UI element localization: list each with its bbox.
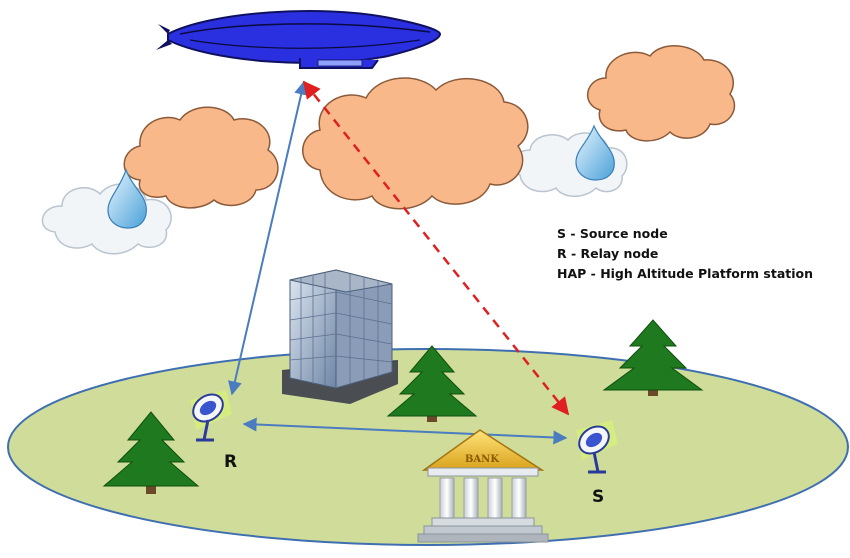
cloud-left: [123, 106, 279, 209]
legend-source: S - Source node: [557, 226, 668, 241]
hap-blimp-icon: [156, 10, 442, 69]
link-relay-source: [242, 417, 568, 445]
legend-relay: R - Relay node: [557, 246, 659, 261]
relay-node-label: R: [224, 452, 238, 472]
link-relay-hap: [228, 80, 308, 396]
tree-left-icon: [102, 411, 200, 494]
bank-building-icon: BANK: [417, 429, 549, 543]
office-building-icon: [282, 269, 398, 404]
cloud-center: [302, 77, 529, 210]
relay-satellite-dish-icon: [190, 390, 232, 442]
tree-center-icon: [386, 345, 478, 422]
source-node-label: S: [592, 487, 605, 507]
link-hap-source: [302, 80, 570, 416]
cloud-right: [586, 45, 736, 142]
raindrop-left: [107, 168, 147, 229]
bank-sign: BANK: [465, 454, 499, 465]
legend: S - Source node R - Relay node HAP - Hig…: [557, 224, 813, 284]
raindrop-right: [575, 124, 615, 181]
source-satellite-dish-icon: [576, 420, 618, 474]
legend-hap: HAP - High Altitude Platform station: [557, 266, 814, 281]
tree-right-icon: [602, 319, 704, 396]
